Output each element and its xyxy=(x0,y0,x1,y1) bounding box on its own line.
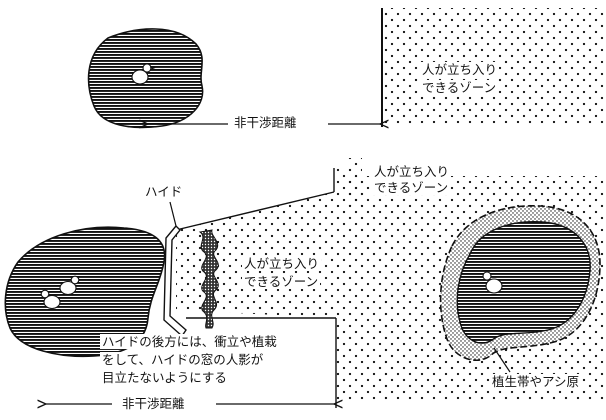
zone-label-top-line2: できるゾーン xyxy=(420,80,499,95)
distance-label-top: 非干渉距離 xyxy=(232,115,299,130)
zone-label-screen-line1: 人が立ち入り xyxy=(242,256,322,271)
bird-icon xyxy=(131,63,156,85)
zone-label-screen-line2: できるゾーン xyxy=(242,274,321,289)
note-line1: ハイドの後方には、衝立や植栽 xyxy=(100,334,279,349)
plantings-strip xyxy=(198,229,219,329)
zone-label-center-line1: 人が立ち入り xyxy=(372,164,452,179)
note-line2: をして、ハイドの窓の人影が xyxy=(100,352,266,367)
hide-pointer xyxy=(169,201,177,227)
zone-label-center-line2: できるゾーン xyxy=(372,180,451,195)
zone-center-dots xyxy=(346,176,386,400)
bird-group-icon xyxy=(40,275,80,310)
hide-structure xyxy=(163,224,187,338)
screen-top-edge xyxy=(175,191,335,231)
note-line3: 目立たないようにする xyxy=(100,370,229,385)
distance-label-bottom: 非干渉距離 xyxy=(120,396,187,411)
reed-label: 植生帯やアシ原 xyxy=(490,374,582,389)
reed-pointer xyxy=(493,347,511,373)
hide-label: ハイド xyxy=(145,184,183,199)
zone-label-top-line1: 人が立ち入り xyxy=(420,62,500,77)
pond-left xyxy=(4,226,166,358)
pond-right xyxy=(456,221,591,344)
bird-right-icon xyxy=(482,271,503,294)
